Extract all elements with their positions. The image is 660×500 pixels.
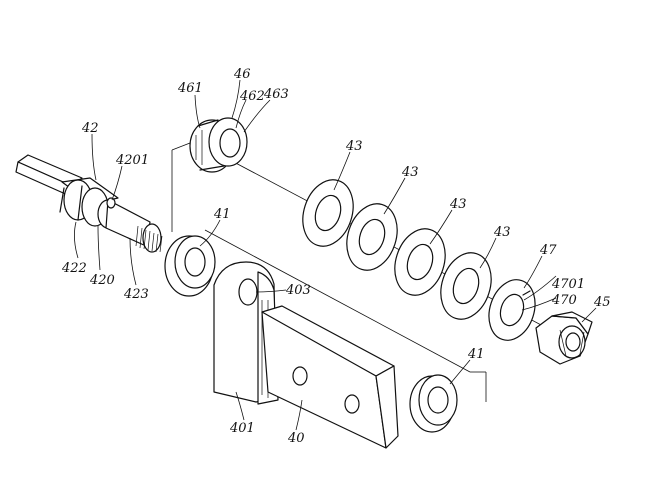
- washer-43-b: [346, 203, 398, 271]
- label-420: 420: [89, 273, 115, 288]
- washer-43-a: [302, 179, 354, 247]
- label-423: 423: [123, 287, 149, 302]
- label-403: 403: [285, 283, 311, 298]
- label-4201: 4201: [115, 153, 149, 168]
- label-461: 461: [177, 81, 203, 96]
- label-43-d: 43: [493, 225, 511, 240]
- shaft-42: [15, 154, 163, 253]
- shaft-thread-hatching: [135, 225, 163, 253]
- label-47: 47: [539, 243, 557, 258]
- washer-41-right: [409, 374, 458, 433]
- label-422: 422: [61, 261, 87, 276]
- label-470: 470: [551, 293, 577, 308]
- label-4701: 4701: [551, 277, 585, 292]
- label-41-left: 41: [213, 207, 231, 222]
- washer-43-c: [394, 228, 446, 296]
- bushing-46: [189, 117, 248, 173]
- label-46: 46: [233, 67, 251, 82]
- label-43-b: 43: [401, 165, 419, 180]
- leader-lines: [74, 79, 597, 431]
- label-43-a: 43: [345, 139, 363, 154]
- spring-washer-47: [488, 279, 536, 341]
- label-45: 45: [593, 295, 611, 310]
- reference-labels: 42 4201 422 420 423 461 46 462 463 43 43…: [61, 67, 611, 446]
- label-41-right: 41: [467, 347, 485, 362]
- washer-43-d: [440, 252, 492, 320]
- label-462: 462: [239, 89, 265, 104]
- label-42: 42: [81, 121, 99, 136]
- label-401: 401: [229, 421, 255, 436]
- label-43-c: 43: [449, 197, 467, 212]
- label-463: 463: [263, 87, 289, 102]
- nut-45: [535, 311, 593, 365]
- bracket-40: [213, 261, 399, 449]
- label-40: 40: [287, 431, 305, 446]
- washer-41-left: [164, 235, 216, 297]
